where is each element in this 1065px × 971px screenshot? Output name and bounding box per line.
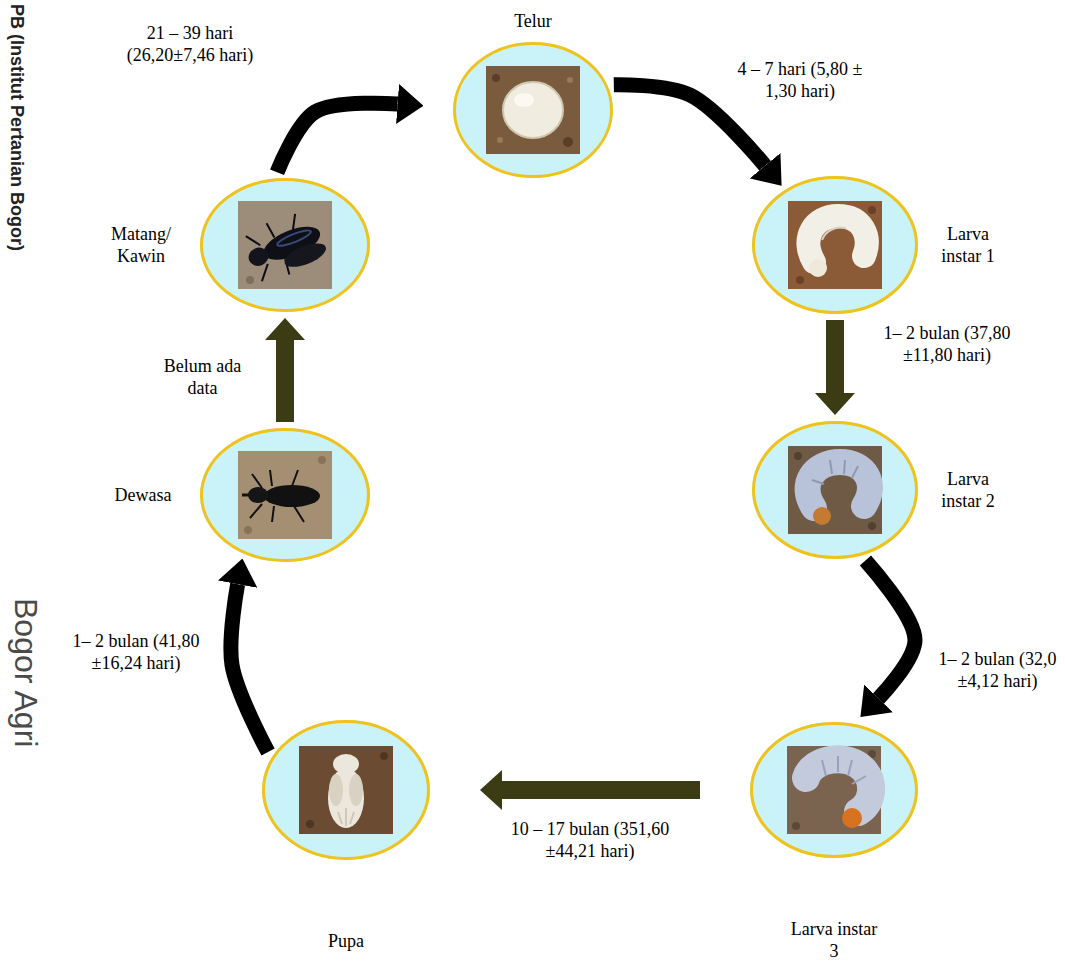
stage-circle: Dewasa (200, 428, 370, 562)
duration-label: 4 – 7 hari (5,80 ± 1,30 hari) (730, 58, 870, 102)
stage-name: Pupa (306, 930, 386, 952)
watermark-text: Bogor Agri (7, 598, 44, 747)
mating-beetles-photo (238, 201, 332, 289)
block-arrow (276, 340, 294, 422)
circle-border (455, 44, 612, 177)
stage-circle: Larva instar 3 (750, 722, 918, 858)
stage-name: Larva instar 1 (928, 223, 1008, 267)
circle-border (754, 423, 917, 558)
circle-outline (453, 42, 613, 178)
stage-name: Telur (483, 10, 583, 32)
watermark-text: PB (Institut Pertanian Bogor) (6, 4, 27, 251)
circle-grounds (200, 42, 918, 860)
circle-border (202, 430, 369, 561)
duration-label: 1– 2 bulan (32,0 ±4,12 hari) (935, 648, 1060, 692)
curved-arrow (614, 85, 765, 166)
stage-circle: Telur (453, 42, 613, 178)
duration-label: Belum ada data (150, 355, 255, 399)
egg-photo (486, 66, 580, 154)
duration-label: 10 – 17 bulan (351,60 ±44,21 hari) (505, 818, 675, 862)
stage-circle: Larva instar 1 (752, 176, 918, 314)
stage-circle: Larva instar 2 (752, 421, 918, 559)
circle-outline (262, 720, 430, 860)
block-arrow (826, 320, 844, 393)
curved-arrow (231, 584, 268, 752)
pupa-photo (299, 746, 393, 834)
duration-label: 1– 2 bulan (37,80 ±11,80 hari) (862, 322, 1032, 366)
circle-border (264, 722, 429, 859)
block-arrow (502, 781, 700, 799)
larva-photo (788, 446, 882, 534)
stage-circle: Pupa (262, 720, 430, 860)
stage-name: Matang/ Kawin (96, 223, 186, 267)
circle-outline (200, 178, 370, 312)
circle-outline (752, 176, 918, 314)
larva-photo (788, 201, 882, 289)
stage-name: Dewasa (98, 484, 188, 506)
duration-label: 1– 2 bulan (41,80 ±16,24 hari) (56, 630, 216, 674)
circle-border (754, 178, 917, 313)
circle-border (202, 180, 369, 311)
duration-label: 21 – 39 hari (26,20±7,46 hari) (115, 22, 265, 66)
circle-outline (752, 421, 918, 559)
circle-outline (750, 722, 918, 858)
circle-outline (200, 428, 370, 562)
beetle-photo (238, 451, 332, 539)
curved-arrow (277, 103, 397, 172)
stage-circle: Matang/ Kawin (200, 178, 370, 312)
circle-border (752, 724, 917, 857)
larva-photo (787, 746, 881, 834)
stage-name: Larva instar 2 (928, 468, 1008, 512)
curved-arrow (865, 560, 915, 698)
stage-name: Larva instar 3 (789, 918, 879, 962)
